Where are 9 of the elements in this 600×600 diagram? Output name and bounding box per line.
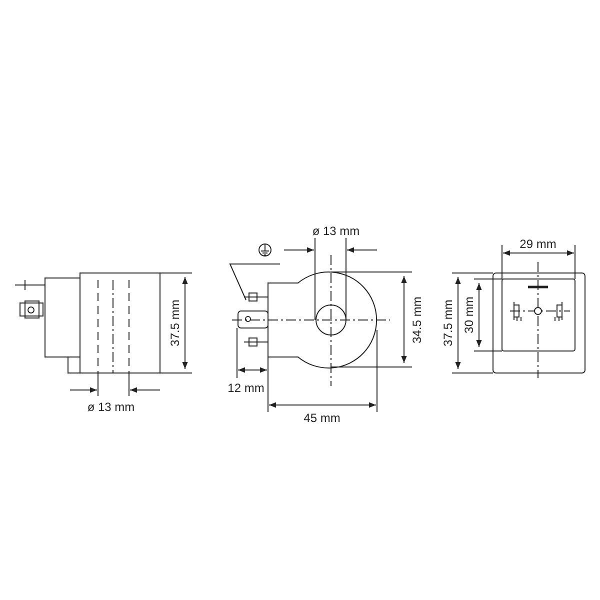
dimension-label: 37.5 mm [169,300,181,346]
dimension-label: 12 mm [228,382,264,394]
dimension-label: 45 mm [304,412,340,424]
dimension-label: 29 mm [520,238,556,250]
dimension-label: ø 13 mm [312,225,360,237]
dimension-label: 37.5 mm [442,300,454,346]
dimension-label: 30 mm [463,296,475,334]
dimension-label: 34.5 mm [411,296,423,344]
dimension-label: ø 13 mm [87,401,135,413]
